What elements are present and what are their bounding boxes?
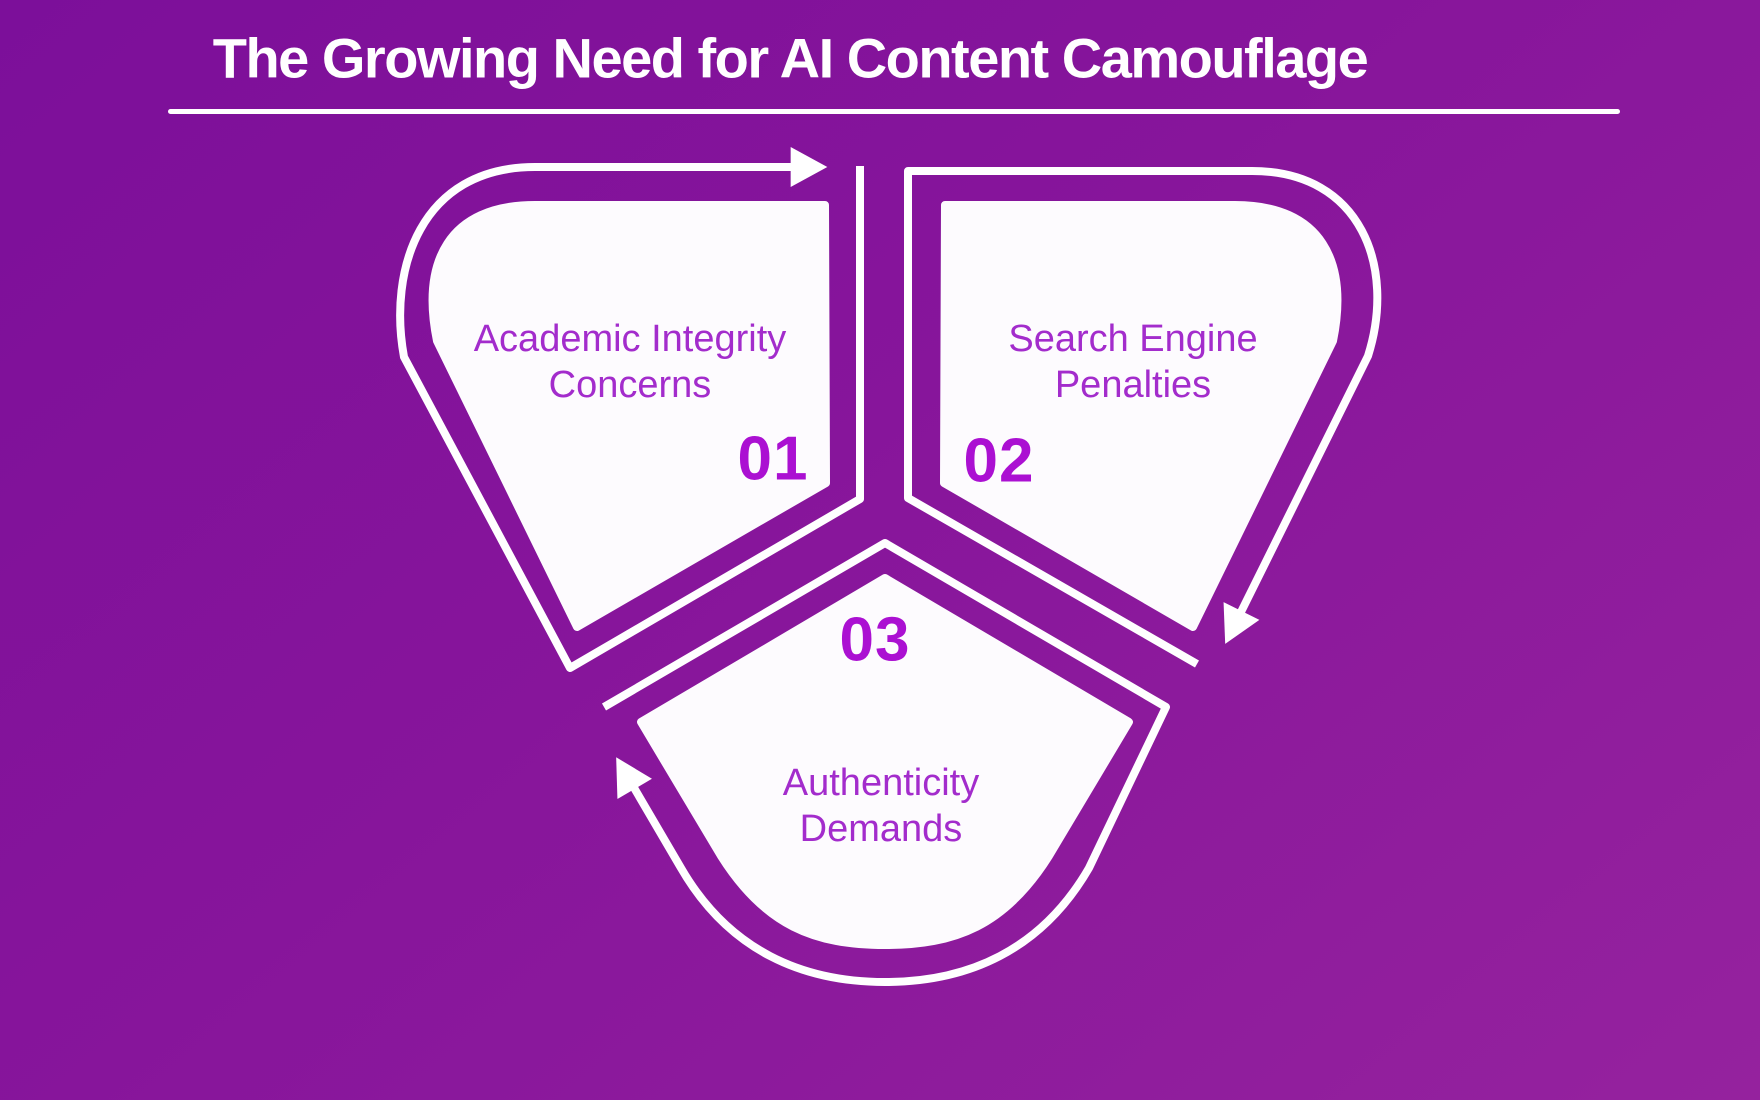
cycle-arrow-left-icon: [601, 539, 1170, 986]
page-title: The Growing Need for AI Content Camoufla…: [212, 26, 1369, 90]
cycle-arrow-top-icon: [396, 147, 864, 672]
segment-3-label: Authenticity Demands: [782, 762, 980, 850]
segment-3-number: 03: [839, 605, 911, 675]
segment-1-shape: [428, 201, 830, 631]
segment-1-label: Academic Integrity Concerns: [473, 318, 787, 406]
segment-2-shape: [940, 201, 1342, 631]
cycle-arrow-right-icon: [904, 167, 1382, 668]
segment-2-number: 02: [963, 426, 1035, 496]
segment-1-number: 01: [737, 424, 809, 494]
segment-3-shape: [637, 574, 1133, 949]
segment-2-label: Search Engine Penalties: [1008, 318, 1258, 406]
title-underline: [168, 109, 1620, 114]
